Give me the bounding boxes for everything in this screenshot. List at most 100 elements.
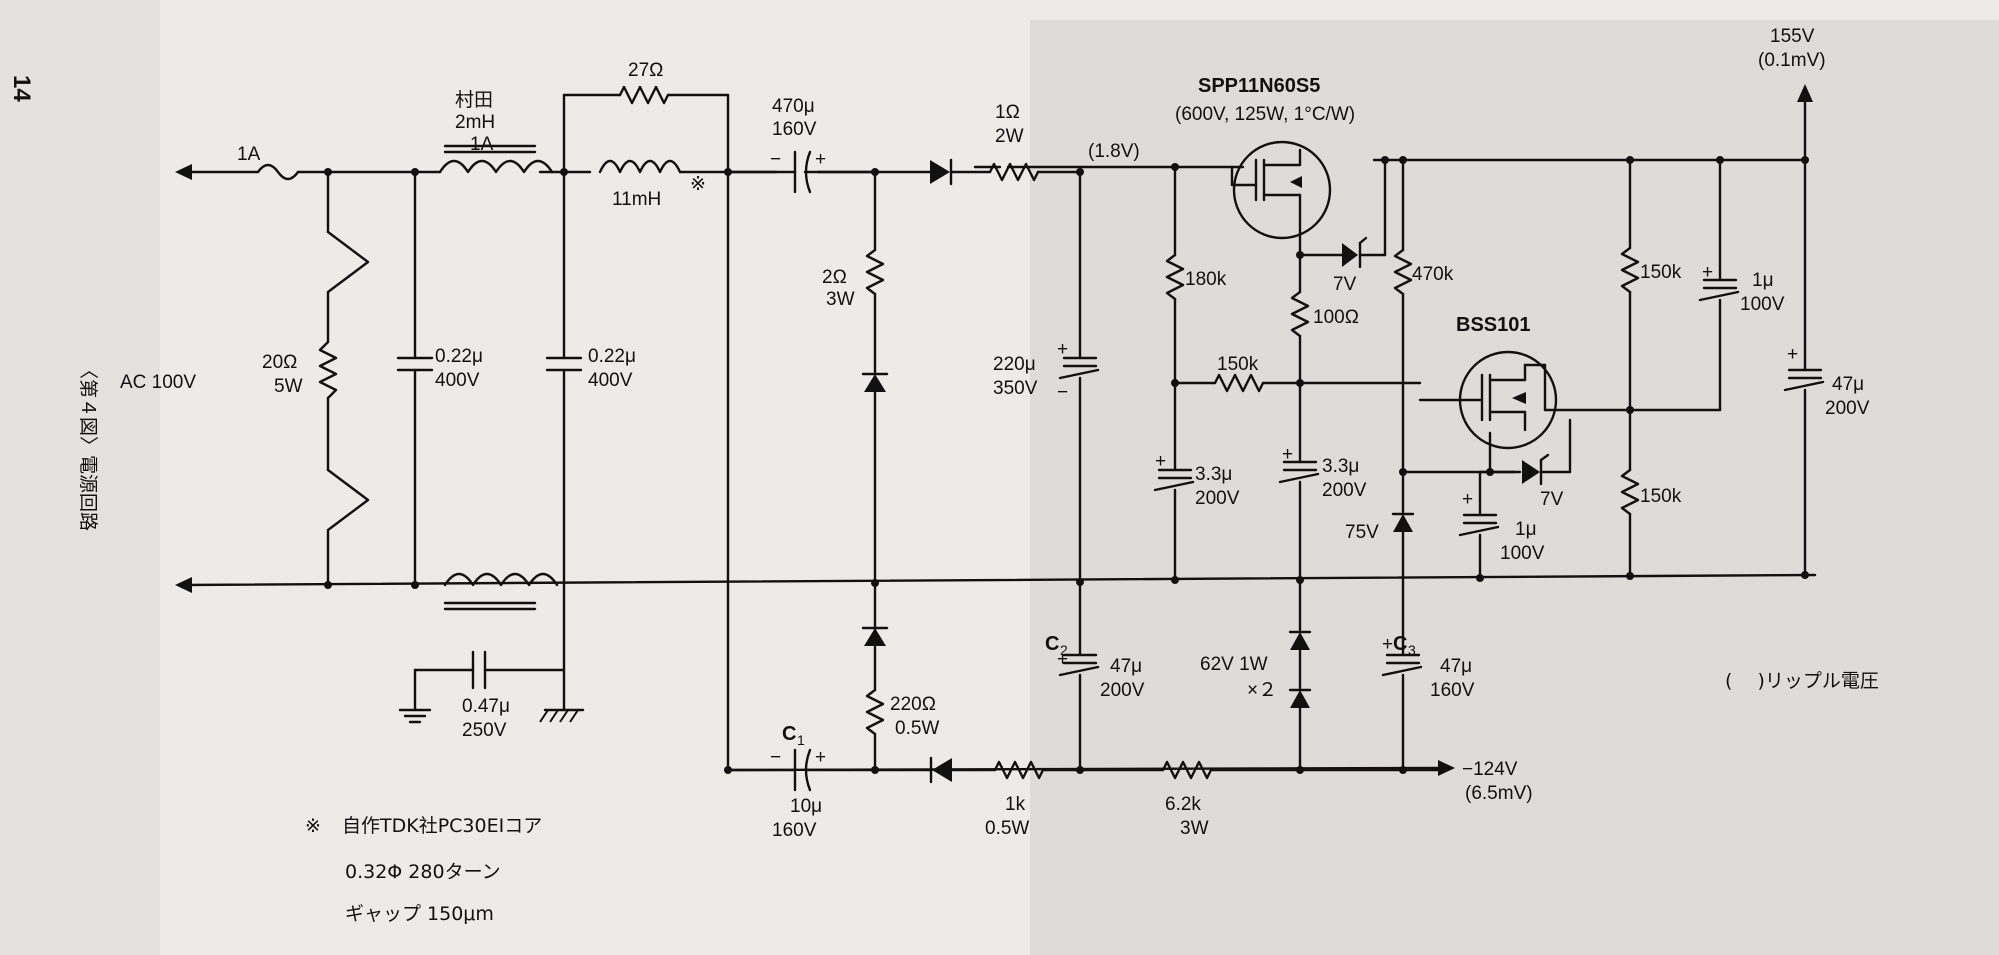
zener-7v-bottom-label: 7V [1540,489,1564,510]
junction-dots [324,156,1809,774]
choke-inductance: 2mH [455,112,495,133]
r-180k-label: 180k [1185,269,1227,290]
zener-7v-bottom-branch [1458,418,1572,580]
c1-plus: + [815,747,826,768]
c3-sub: 3 [1408,642,1416,658]
c3-voltage: 160V [1430,680,1475,701]
r-150k-bottom-right: 150k [1640,486,1682,507]
c1-value: 10μ [790,796,822,817]
out-positive-ripple: (0.1mV) [1758,50,1826,71]
left-arrow-bottom [175,577,192,593]
zener-7v-top-label: 7V [1333,274,1357,295]
c-main-plus: + [1057,339,1068,360]
c-47u-out-voltage: 200V [1825,398,1870,419]
r-1ohm-value: 1Ω [995,102,1020,123]
c1-sub: 1 [797,732,805,748]
mosfet-small-part: BSS101 [1456,314,1531,336]
top-diode-resistor [930,158,1082,186]
fuse-label: 1A [237,144,261,165]
470k-75v-column [1381,158,1517,772]
r-1k-power: 0.5W [985,818,1029,839]
r-470k-label: 470k [1412,264,1454,285]
out-negative-ripple: (6.5mV) [1465,783,1533,804]
ground-rail [181,573,1817,587]
c-1u-top-plus: + [1702,262,1713,283]
cap-x1-voltage: 400V [435,370,480,391]
c3-value: 47μ [1440,656,1472,677]
c-3-3b-voltage: 200V [1322,480,1367,501]
cap-x1-value: 0.22μ [435,346,483,367]
c2-plus: + [1057,649,1068,670]
output-capacitor [1783,158,1825,577]
r-1k-value: 1k [1005,794,1026,815]
cap-470-minus: − [770,149,781,170]
varistor-resistor-value: 20Ω [262,352,297,373]
c-3-3a-value: 3.3μ [1195,464,1232,485]
c-47u-out-plus: + [1787,344,1798,365]
r-220-value: 220Ω [890,694,936,715]
cap-ground-voltage: 250V [462,720,507,741]
legend-ripple: ( )リップル電圧 [1725,670,1879,692]
r-2ohm-power: 3W [826,289,855,310]
cap-x2-value: 0.22μ [588,346,636,367]
cap-x2-voltage: 400V [588,370,633,391]
r-150k-top-right: 150k [1640,262,1682,283]
c-1u-small-voltage: 100V [1500,543,1545,564]
c-main-minus: − [1057,382,1068,403]
c-main-value: 220μ [993,354,1036,375]
c-3-3a-voltage: 200V [1195,488,1240,509]
cap-ground-value: 0.47μ [462,696,510,717]
c2-voltage: 200V [1100,680,1145,701]
main-capacitors [1058,170,1100,772]
ground-capacitor [398,650,566,724]
c-1u-small-value: 1μ [1515,519,1537,540]
c1-name: C [782,723,796,745]
r-2ohm-value: 2Ω [822,267,847,288]
varistor-branch [318,170,370,587]
zener-75v-label: 75V [1345,522,1379,543]
c2-name: C [1045,633,1059,655]
zener-62v-label: 62V 1W [1200,654,1268,675]
r-100-label: 100Ω [1313,307,1359,328]
c-1u-top-voltage: 100V [1740,294,1785,315]
zener-7v-top-branch [1278,158,1387,772]
output-arrow-up [1797,84,1813,102]
r-6-2k-power: 3W [1180,818,1209,839]
c-3-3b-plus: + [1282,444,1293,465]
c-1u-top-value: 1μ [1752,270,1774,291]
figure-caption: 〈第４図〉電源回路 [77,360,99,531]
r-1ohm-power: 2W [995,126,1024,147]
cap-470-value: 470μ [772,96,815,117]
x-capacitors [396,170,585,723]
page-number: 14 [8,75,35,102]
inductor-value: 11mH [612,189,661,210]
page-background-shade [1030,20,1999,955]
c3-plus: + [1382,634,1393,655]
c-3-3a-plus: + [1155,451,1166,472]
inductor-and-bypass [562,85,730,772]
c-47u-out-value: 47μ [1832,374,1864,395]
c3-name: C [1393,633,1407,655]
out-positive-voltage: 155V [1770,26,1815,47]
r-6-2k-value: 6.2k [1165,794,1201,815]
r-220-power: 0.5W [895,718,939,739]
choke-current: 1A [470,134,494,155]
cap-470-plus: + [815,149,826,170]
r-bypass-value: 27Ω [628,60,663,81]
left-arrow-top [175,164,192,180]
zener-62v-count: ×２ [1247,680,1277,701]
c-3-3b-value: 3.3μ [1322,456,1359,477]
c1-minus: − [770,747,781,768]
page-margin-shade [0,0,160,955]
inductor-mark: ※ [690,174,706,195]
mosfet-main-rating: (600V, 125W, 1°C/W) [1175,104,1355,125]
right-divider [1620,158,1740,577]
diode-column [861,170,889,772]
note-line1: 自作TDK社PC30EIコア [342,815,542,837]
node-top-ripple: (1.8V) [1088,141,1140,162]
mosfet-main-part: SPP11N60S5 [1198,75,1320,97]
varistor-resistor-power: 5W [274,376,303,397]
gate-bias-column [1153,165,1422,582]
